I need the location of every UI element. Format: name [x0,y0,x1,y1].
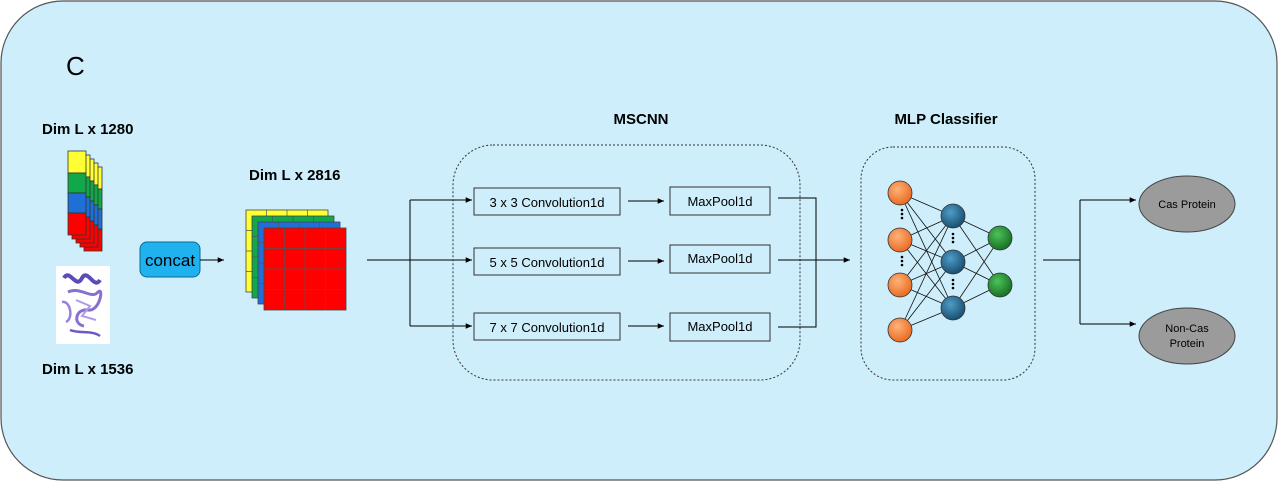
mlp-input-neuron [887,317,913,343]
mlp-connection [899,261,954,331]
conv-box-5x5 [473,247,621,276]
non-cas-label-line2: Protein [1170,338,1205,350]
ellipsis-dot [900,208,904,212]
mlp-hidden-neuron [940,203,966,229]
ellipsis-dot [900,216,904,220]
conv-label-3x3: 3 x 3 Convolution1d [490,195,605,210]
ellipsis-dot [951,282,955,286]
embedding-stack-icon [67,150,103,252]
pool-box-3 [669,312,771,342]
non-cas-protein-ellipse [1138,307,1236,365]
ellipsis-dot [951,240,955,244]
mlp-output-neuron [987,225,1013,251]
mlp-title: MLP Classifier [894,111,997,128]
pool-merge-line [778,197,817,328]
mscnn-title: MSCNN [614,111,669,128]
conv-box-7x7 [473,312,621,341]
mlp-output-neuron [987,272,1013,298]
concat-dim-label: Dim L x 2816 [249,167,340,184]
mlp-input-neuron [887,180,913,206]
cas-protein-ellipse [1138,175,1236,233]
mlp-connection [899,192,954,263]
ellipsis-dot [900,259,904,263]
ellipsis-dot [900,255,904,259]
mlp-input-neuron [887,272,913,298]
pool-label-3: MaxPool1d [687,319,752,334]
concat-feature-cube [245,209,347,311]
conv-box-3x3 [473,187,621,216]
pool-box-1 [669,186,771,216]
cas-protein-label: Cas Protein [1158,199,1215,211]
mlp-input-neuron [887,227,913,253]
ellipsis-dot [900,212,904,216]
mlp-connection [952,215,1001,286]
mlp-connection [952,237,1001,309]
input-dim-bottom-label: Dim L x 1536 [42,361,133,378]
ellipsis-dot [951,286,955,290]
input-dim-top-label: Dim L x 1280 [42,121,133,138]
mlp-hidden-neuron [940,295,966,321]
mlp-network [887,180,1013,343]
protein-structure-icon [56,266,110,344]
pool-box-2 [669,244,771,274]
panel-letter: C [66,51,85,81]
mlp-connection [899,215,954,331]
pool-label-2: MaxPool1d [687,251,752,266]
mlp-connection [899,215,954,286]
ellipsis-dot [951,278,955,282]
ellipsis-dot [951,232,955,236]
conv-label-5x5: 5 x 5 Convolution1d [490,255,605,270]
non-cas-label-line1: Non-Cas [1165,323,1209,335]
mscnn-container [452,144,801,381]
mlp-container [860,146,1036,381]
conv-label-7x7: 7 x 7 Convolution1d [490,320,605,335]
ellipsis-dot [900,263,904,267]
concat-label: concat [145,251,195,270]
ellipsis-dot [951,236,955,240]
pool-label-1: MaxPool1d [687,194,752,209]
mlp-connection [899,239,954,309]
mlp-hidden-neuron [940,249,966,275]
